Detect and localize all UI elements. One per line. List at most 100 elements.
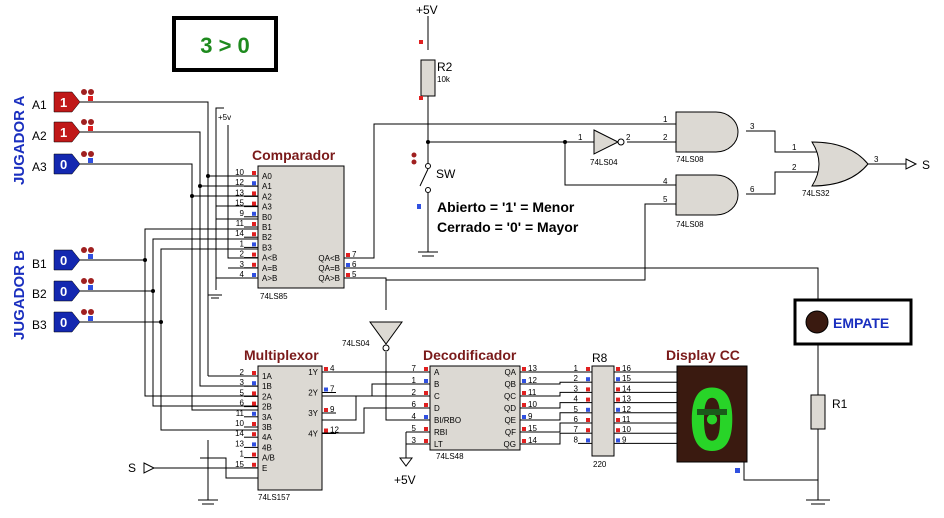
decodificador-pin-label-D: D [434, 404, 440, 413]
not1-pin-in: 1 [578, 133, 583, 142]
multiplexor-pin-4: 4 [330, 364, 335, 373]
multiplexor-pin-9: 9 [330, 405, 335, 414]
comparador-pin-1: 1 [240, 239, 245, 248]
not-gate-2: 74LS04 [342, 321, 403, 352]
input-b3[interactable]: B3 0 [32, 309, 94, 333]
r8-pin-1: 1 [574, 364, 579, 373]
comparador-title: Comparador [252, 147, 336, 163]
multiplexor-pin-label-3A: 3A [262, 413, 272, 422]
or1-pin-b: 2 [792, 163, 797, 172]
r8-pin-14: 14 [622, 384, 631, 393]
multiplexor-pin-label-1A: 1A [262, 372, 272, 381]
multiplexor-pin-3: 3 [240, 378, 245, 387]
r8-name: R8 [592, 351, 608, 365]
multiplexor-pin-label-2B: 2B [262, 403, 272, 412]
multiplexor-pin-13: 13 [235, 439, 244, 448]
r8-pin-3: 3 [574, 384, 579, 393]
input-a3[interactable]: A3 0 [32, 151, 94, 175]
r2-name: R2 [437, 60, 453, 74]
comparador-pin-6: 6 [352, 260, 357, 269]
multiplexor-pin-label-A/B: A/B [262, 454, 275, 463]
and2-pin-out: 6 [750, 185, 755, 194]
r8-pin-15: 15 [622, 374, 631, 383]
seven-seg-display: Display CC 0 [666, 347, 748, 473]
comparador-pin-4: 4 [240, 270, 245, 279]
multiplexor-pin-7: 7 [330, 385, 335, 394]
decodificador-pin-11: 11 [528, 388, 537, 397]
decodificador-pin-label-A: A [434, 368, 440, 377]
empate-indicator: EMPATE [793, 298, 913, 346]
r8-pin-2: 2 [574, 374, 579, 383]
comparador-pin-label-B3: B3 [262, 243, 272, 252]
output-s-label: S [922, 158, 930, 172]
input-a1-label: A1 [32, 98, 47, 112]
r8-pin-4: 4 [574, 395, 579, 404]
decodificador-pin-3: 3 [412, 436, 417, 445]
switch[interactable]: SW [411, 148, 457, 257]
comparador-pin-label-A1: A1 [262, 182, 272, 191]
and1-pin-out: 3 [750, 122, 755, 131]
comparador-pin-label-QA>B: QA>B [318, 274, 340, 283]
comparador-pin-label-QA=B: QA=B [318, 264, 340, 273]
decodificador-pin-label-BI/RBO: BI/RBO [434, 416, 461, 425]
comparador-pin-13: 13 [235, 188, 244, 197]
decodificador-pin-2: 2 [412, 388, 417, 397]
mux-s-input: S [128, 461, 136, 475]
decodificador-pin-1: 1 [412, 376, 417, 385]
switch-note-1: Abierto = '1' = Menor [437, 199, 575, 215]
input-b1-label: B1 [32, 257, 47, 271]
or1-pin-out: 3 [874, 155, 879, 164]
decodificador-pin-15: 15 [528, 424, 537, 433]
comparador-pin-label-A=B: A=B [262, 264, 277, 273]
comparador-part: 74LS85 [260, 292, 288, 301]
r8-pin-12: 12 [622, 405, 631, 414]
input-b1[interactable]: B1 0 [32, 247, 94, 271]
r8-value: 220 [593, 460, 607, 469]
comparador-pin-15: 15 [235, 199, 244, 208]
comparador-pin-10: 10 [235, 168, 244, 177]
comparador-pin-label-A0: A0 [262, 172, 272, 181]
decodificador-pin-label-QB: QB [504, 380, 516, 389]
input-b3-label: B3 [32, 318, 47, 332]
multiplexor-pin-label-1Y: 1Y [308, 368, 318, 377]
comparador-pin-11: 11 [236, 219, 245, 228]
comparador-pin-5: 5 [352, 270, 357, 279]
or1-part: 74LS32 [802, 189, 830, 198]
empate-label: EMPATE [833, 315, 889, 331]
decodificador-pin-label-C: C [434, 392, 440, 401]
input-b2-value: 0 [60, 284, 67, 299]
r8-pin-9: 9 [622, 435, 627, 444]
input-a2-label: A2 [32, 129, 47, 143]
decodificador-pin-6: 6 [412, 400, 417, 409]
multiplexor-pin-label-4A: 4A [262, 433, 272, 442]
decodificador-pin-label-LT: LT [434, 440, 443, 449]
r8-pin-13: 13 [622, 395, 631, 404]
multiplexor-pin-5: 5 [240, 388, 245, 397]
decodificador-pin-13: 13 [528, 364, 537, 373]
input-b2[interactable]: B2 0 [32, 278, 94, 302]
multiplexor-pin-1: 1 [240, 450, 245, 459]
input-wires [80, 101, 258, 431]
decodificador-part: 74LS48 [436, 452, 464, 461]
comp-power-label: +5v [218, 113, 231, 122]
and-gate-2: 74LS08 4 5 6 [663, 174, 755, 229]
decodificador-pin-label-QD: QD [504, 404, 516, 413]
and2-part: 74LS08 [676, 220, 704, 229]
display-digit: 0 [687, 372, 738, 470]
decodificador-pin-7: 7 [412, 364, 417, 373]
player-b-label: JUGADOR B [11, 250, 28, 340]
input-a1[interactable]: A1 1 [32, 89, 94, 113]
r8-pin-11: 11 [622, 415, 631, 424]
and1-pin-a: 1 [663, 115, 668, 124]
multiplexor-pin-15: 15 [235, 460, 244, 469]
input-a2[interactable]: A2 1 [32, 119, 94, 143]
decodificador-pin-label-QE: QE [504, 416, 516, 425]
multiplexor-pin-14: 14 [235, 429, 244, 438]
not-gate-1: 74LS04 1 2 [578, 129, 631, 167]
multiplexor-pin-label-3B: 3B [262, 423, 272, 432]
multiplexor-title: Multiplexor [244, 347, 319, 363]
multiplexor-pin-10: 10 [235, 419, 244, 428]
r8-pin-8: 8 [574, 435, 579, 444]
